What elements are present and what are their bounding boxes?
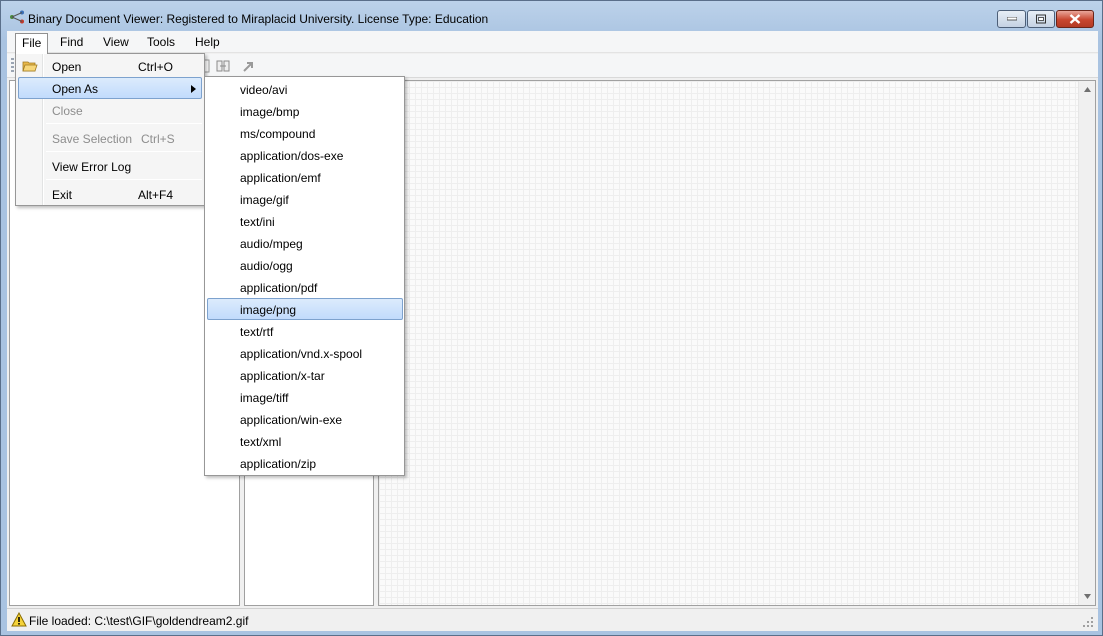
open-as-item[interactable]: application/win-exe <box>207 408 403 430</box>
menu-file[interactable]: File <box>15 33 49 54</box>
compare-icon[interactable] <box>215 58 231 74</box>
open-as-submenu: video/avi image/bmp ms/compound applicat… <box>204 76 405 476</box>
file-menu-open[interactable]: Open Ctrl+O <box>18 55 202 77</box>
content-pane[interactable] <box>378 80 1096 606</box>
open-as-item[interactable]: application/zip <box>207 452 403 474</box>
open-as-item-label: video/avi <box>240 83 288 97</box>
file-menu-exit-shortcut: Alt+F4 <box>138 188 174 202</box>
open-as-item-highlighted[interactable]: image/png <box>207 298 403 320</box>
open-as-item[interactable]: application/dos-exe <box>207 144 403 166</box>
open-as-item[interactable]: text/xml <box>207 430 403 452</box>
open-as-item-label: audio/ogg <box>240 259 293 273</box>
app-icon <box>10 10 24 24</box>
redo-arrow-icon[interactable] <box>240 58 256 74</box>
menu-separator <box>46 151 202 152</box>
scroll-down-icon[interactable] <box>1083 592 1092 601</box>
open-as-item[interactable]: audio/mpeg <box>207 232 403 254</box>
menu-separator <box>46 123 202 124</box>
file-menu-save-selection-label: Save Selection <box>52 132 133 146</box>
open-as-item[interactable]: video/avi <box>207 78 403 100</box>
open-as-item-label: image/bmp <box>240 105 300 119</box>
vertical-scrollbar[interactable] <box>1078 81 1095 605</box>
file-menu-save-selection[interactable]: Save Selection Ctrl+S <box>18 127 202 149</box>
open-as-item-label: application/vnd.x-spool <box>240 347 363 361</box>
open-as-item-label: image/png <box>240 303 297 317</box>
file-menu-open-shortcut: Ctrl+O <box>138 60 174 74</box>
open-as-item-label: application/win-exe <box>240 413 343 427</box>
file-menu-open-as-label: Open As <box>52 82 99 96</box>
open-as-item-label: text/ini <box>240 215 275 229</box>
open-as-item-label: ms/compound <box>240 127 316 141</box>
open-as-item[interactable]: image/bmp <box>207 100 403 122</box>
open-as-item-label: application/x-tar <box>240 369 325 383</box>
warning-icon <box>11 612 27 627</box>
open-as-item[interactable]: image/tiff <box>207 386 403 408</box>
restore-icon <box>1036 14 1046 24</box>
submenu-arrow-icon <box>191 85 196 93</box>
open-as-item[interactable]: application/x-tar <box>207 364 403 386</box>
open-as-item[interactable]: ms/compound <box>207 122 403 144</box>
open-as-item-label: application/pdf <box>240 281 318 295</box>
restore-button[interactable] <box>1027 10 1055 28</box>
menu-help[interactable]: Help <box>195 35 220 49</box>
toolbar-grip[interactable] <box>11 58 14 74</box>
open-as-item[interactable]: application/emf <box>207 166 403 188</box>
close-button[interactable] <box>1056 10 1094 28</box>
open-as-item-label: image/gif <box>240 193 289 207</box>
minimize-button[interactable] <box>997 10 1026 28</box>
open-as-item[interactable]: image/gif <box>207 188 403 210</box>
file-menu-close[interactable]: Close <box>18 99 202 121</box>
open-as-item[interactable]: application/pdf <box>207 276 403 298</box>
window-title: Binary Document Viewer: Registered to Mi… <box>28 12 489 26</box>
menu-tools[interactable]: Tools <box>147 35 176 49</box>
menu-find[interactable]: Find <box>60 35 84 49</box>
resize-grip-icon[interactable] <box>1082 616 1094 628</box>
file-dropdown-menu: Open Ctrl+O Open As Close Save Selection… <box>15 53 205 206</box>
file-menu-close-label: Close <box>52 104 83 118</box>
file-menu-view-error-log[interactable]: View Error Log <box>18 155 202 177</box>
open-as-item-label: text/rtf <box>240 325 274 339</box>
file-menu-open-label: Open <box>52 60 82 74</box>
open-as-item[interactable]: text/rtf <box>207 320 403 342</box>
status-text: File loaded: C:\test\GIF\goldendream2.gi… <box>29 614 249 628</box>
open-as-item-label: text/xml <box>240 435 282 449</box>
close-icon <box>1069 14 1081 24</box>
open-as-item-label: audio/mpeg <box>240 237 303 251</box>
open-folder-icon <box>22 61 38 72</box>
minimize-icon <box>1006 17 1017 21</box>
menu-bar: File Find View Tools Help <box>7 31 1098 54</box>
menu-view[interactable]: View <box>103 35 129 49</box>
open-as-item-label: application/dos-exe <box>240 149 344 163</box>
menu-separator <box>46 179 202 180</box>
file-menu-exit-label: Exit <box>52 188 73 202</box>
open-as-item-label: application/emf <box>240 171 321 185</box>
title-bar[interactable]: Binary Document Viewer: Registered to Mi… <box>1 1 1102 31</box>
file-menu-exit[interactable]: Exit Alt+F4 <box>18 183 202 205</box>
file-menu-save-selection-shortcut: Ctrl+S <box>141 132 175 146</box>
file-menu-open-as[interactable]: Open As <box>18 77 202 99</box>
open-as-item[interactable]: audio/ogg <box>207 254 403 276</box>
status-bar: File loaded: C:\test\GIF\goldendream2.gi… <box>7 608 1098 631</box>
open-as-item[interactable]: application/vnd.x-spool <box>207 342 403 364</box>
open-as-item-label: image/tiff <box>240 391 289 405</box>
file-menu-view-error-log-label: View Error Log <box>52 160 132 174</box>
open-as-item[interactable]: text/ini <box>207 210 403 232</box>
scroll-up-icon[interactable] <box>1083 85 1092 94</box>
open-as-item-label: application/zip <box>240 457 317 471</box>
